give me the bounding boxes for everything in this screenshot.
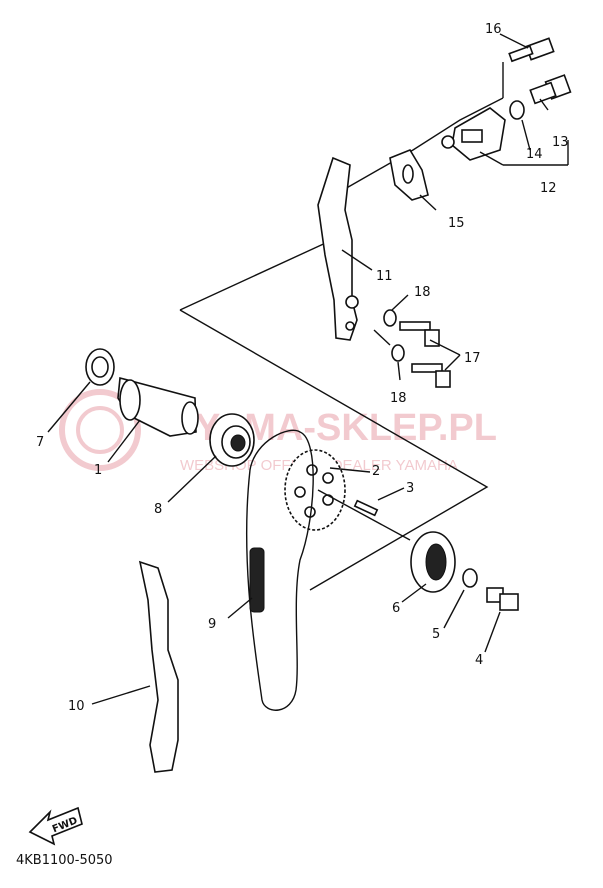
bolt-16 <box>508 37 555 63</box>
callout-4: 4 <box>475 653 483 668</box>
callout-13: 13 <box>552 135 569 150</box>
cam-chain-9 <box>245 429 314 711</box>
callout-16: 16 <box>485 22 502 37</box>
callout-11: 11 <box>376 269 393 284</box>
callout-2: 2 <box>372 464 380 479</box>
washer-18-a <box>383 309 397 327</box>
callout-labels: 16 13 14 12 15 11 18 17 18 7 1 8 2 3 9 6… <box>36 22 569 714</box>
callout-9: 9 <box>208 617 216 632</box>
callout-18-upper: 18 <box>414 285 431 300</box>
bolt-17 <box>399 321 451 388</box>
leader-lines <box>47 33 569 705</box>
sprocket-2 <box>284 449 411 541</box>
plate-6 <box>410 531 456 593</box>
watermark-logo-inner <box>76 406 124 454</box>
gasket-14 <box>509 100 525 120</box>
callout-14: 14 <box>526 147 543 162</box>
outline-tensioner-link <box>342 97 504 191</box>
tensioner-12 <box>441 107 506 161</box>
callout-6: 6 <box>392 601 400 616</box>
chain-guide-10 <box>138 560 179 773</box>
callout-3: 3 <box>406 481 414 496</box>
callout-12: 12 <box>540 181 557 196</box>
camshaft-1 <box>117 376 199 437</box>
washer-18-b <box>391 344 405 362</box>
chain-links <box>249 547 265 613</box>
bearing-8 <box>209 413 255 467</box>
bearing-7 <box>85 348 115 386</box>
callout-7: 7 <box>36 435 44 450</box>
bolt-13 <box>529 74 572 105</box>
watermark-logo-ring <box>59 389 141 471</box>
callout-17: 17 <box>464 351 481 366</box>
callout-8: 8 <box>154 502 162 517</box>
callout-18-lower: 18 <box>390 391 407 406</box>
outline-right <box>179 309 489 591</box>
outline-top <box>179 234 344 311</box>
callout-10: 10 <box>68 699 85 714</box>
washer-5 <box>462 568 478 588</box>
assembly-outline <box>179 97 504 591</box>
diagram-code: 4KB1100-5050 <box>16 853 113 868</box>
bolt-4 <box>486 587 519 611</box>
callout-5: 5 <box>432 627 440 642</box>
callout-15: 15 <box>448 216 465 231</box>
callout-1: 1 <box>94 463 102 478</box>
chain-guide-11 <box>317 156 358 341</box>
pin-3 <box>353 499 379 517</box>
fwd-arrow-icon: FWD <box>28 806 83 846</box>
